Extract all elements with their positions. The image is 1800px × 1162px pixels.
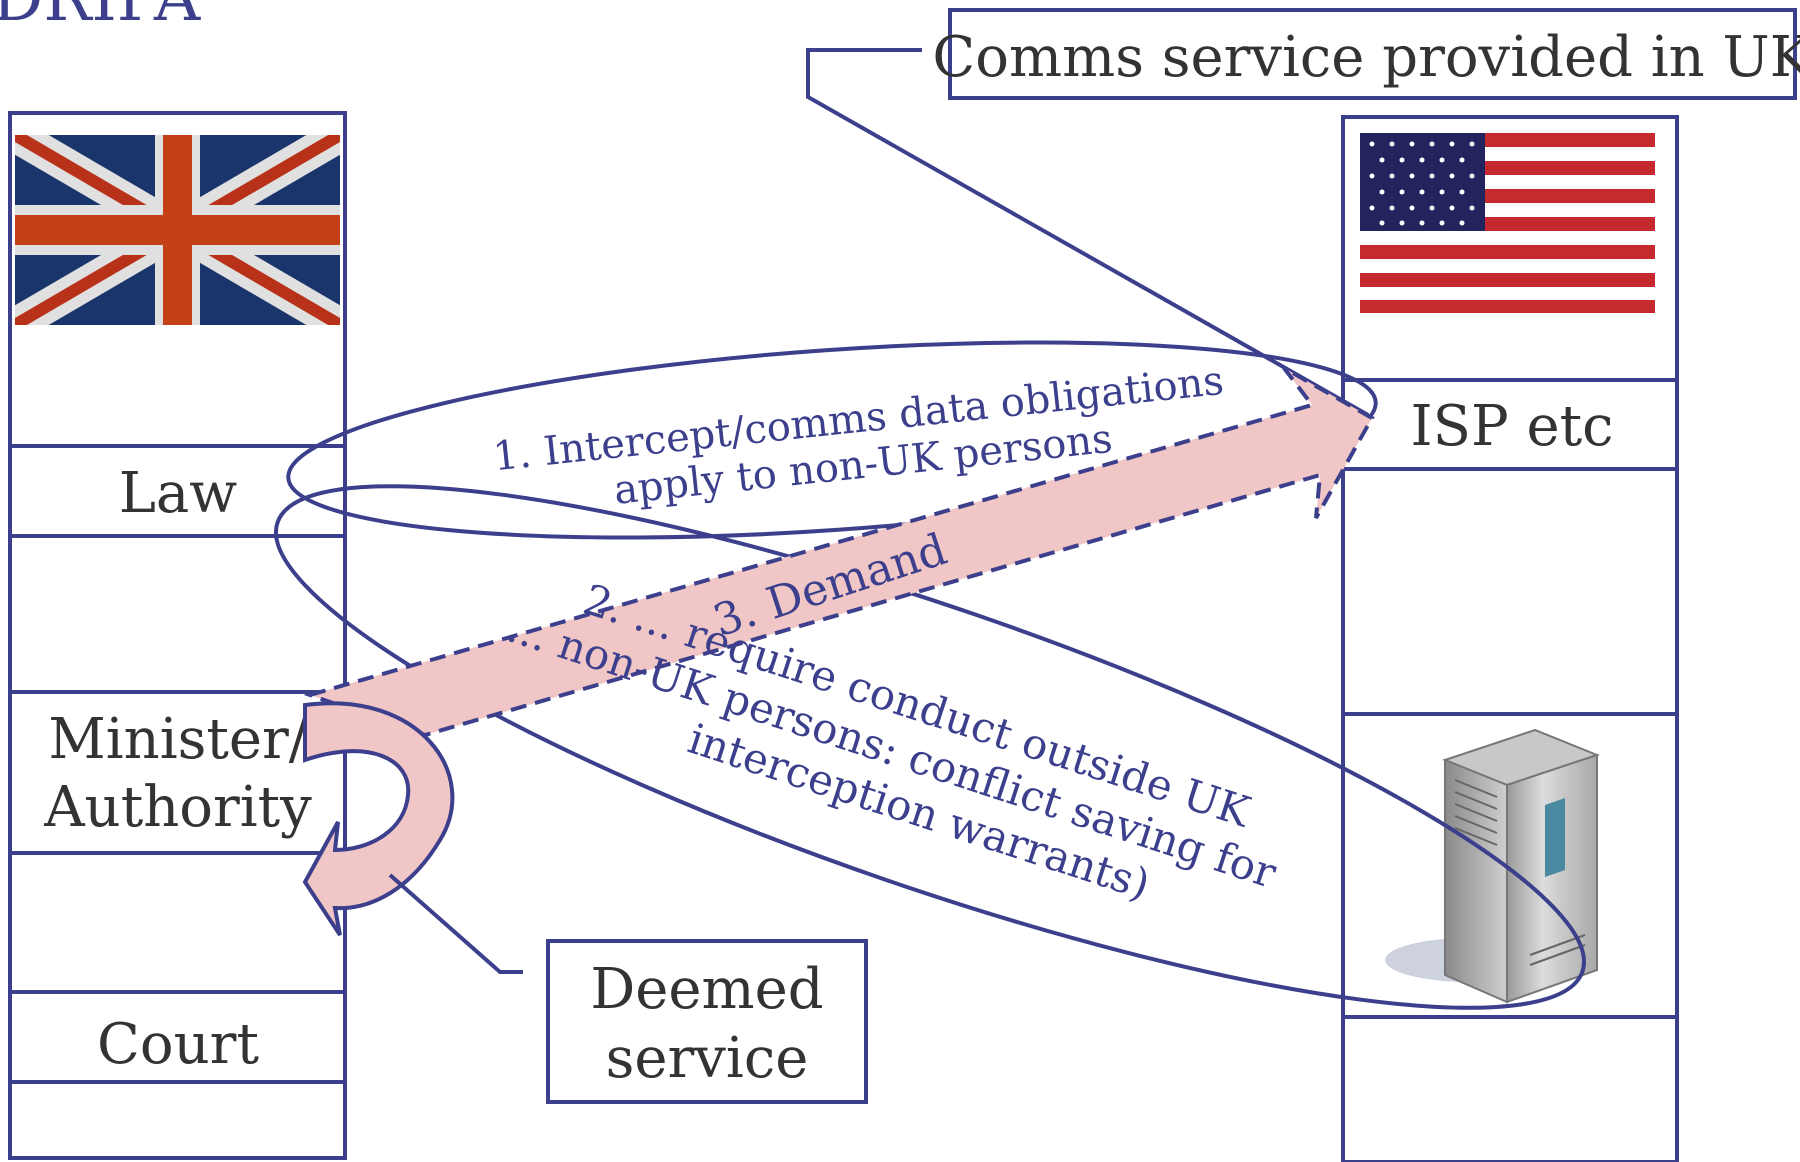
server-icon — [1385, 728, 1600, 1004]
us-column — [1341, 115, 1679, 1162]
ellipse-conduct — [274, 484, 1586, 1010]
callout-top-connector — [806, 48, 1369, 417]
minister-label-line1: Minister/ — [48, 707, 307, 772]
deemed-line2: service — [606, 1026, 809, 1091]
deemed-box — [546, 939, 868, 1104]
ellipse-obligations — [286, 340, 1378, 540]
callout-top-text: Comms service provided in UK — [932, 25, 1800, 90]
deemed-line1: Deemed — [590, 957, 823, 1022]
minister-label-line2: Authority — [43, 775, 312, 840]
isp-label: ISP etc — [1411, 394, 1614, 459]
deemed-connector — [388, 873, 523, 974]
court-label: Court — [97, 1012, 259, 1077]
callout-top-box — [948, 8, 1797, 100]
us-flag-icon — [1360, 133, 1655, 313]
slide-title: DRIPA — [0, 0, 201, 36]
conduct-line2: ... non-UK persons: conflict saving for — [501, 602, 1282, 898]
demand-arrow — [303, 366, 1375, 738]
deemed-service-arrow — [302, 701, 455, 937]
uk-flag-icon — [15, 135, 340, 325]
law-label: Law — [119, 461, 238, 526]
uk-column — [8, 111, 347, 1160]
